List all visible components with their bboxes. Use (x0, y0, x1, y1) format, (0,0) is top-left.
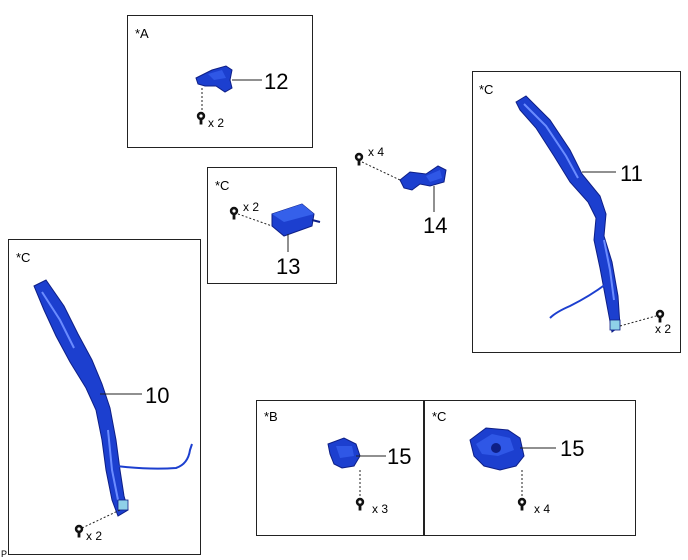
panel-c-right-harness (472, 71, 681, 353)
panel-a-tag: *A (135, 26, 149, 41)
part-number-15-b: 15 (387, 444, 412, 469)
part-number-13: 13 (276, 254, 301, 279)
screw-icon (355, 497, 365, 511)
panel-c-left-harness (8, 239, 201, 555)
actuator-part-icon (327, 437, 386, 498)
panel-c-module-tag: *C (215, 178, 230, 193)
panel-c-actuator (424, 400, 636, 536)
quantity-10: x 2 (86, 529, 103, 543)
screw-icon (517, 497, 527, 511)
part-number-10: 10 (145, 383, 170, 408)
bracket-part-icon (361, 161, 447, 212)
screw-icon (229, 206, 239, 220)
panel-c-module (207, 167, 337, 284)
part-number-11: 11 (620, 161, 643, 186)
bracket-part-icon (195, 65, 262, 110)
panel-b-actuator (256, 400, 424, 536)
quantity-15-b: x 3 (372, 502, 389, 516)
screw-icon (74, 524, 84, 538)
panel-c-actuator-tag: *C (432, 409, 447, 424)
quantity-15-c: x 4 (534, 502, 551, 516)
footer-mark: P (1, 549, 8, 559)
part-number-14: 14 (423, 213, 448, 238)
part-number-12: 12 (264, 69, 289, 94)
quantity-11: x 2 (655, 322, 672, 336)
screw-icon (196, 111, 206, 125)
actuator-part-icon (469, 427, 556, 498)
panel-c-left-harness-tag: *C (16, 250, 31, 265)
module-part-icon (237, 203, 321, 252)
part-number-15-c: 15 (560, 436, 585, 461)
screw-icon (354, 152, 364, 166)
wire-harness-icon (33, 279, 193, 529)
panel-c-right-harness-tag: *C (479, 82, 494, 97)
screw-icon (655, 309, 665, 323)
quantity-13: x 2 (243, 200, 260, 214)
quantity-12: x 2 (208, 116, 225, 130)
wire-harness-icon (515, 95, 657, 333)
panel-b-actuator-tag: *B (264, 409, 278, 424)
quantity-14: x 4 (368, 145, 385, 159)
panel-a (127, 15, 313, 148)
